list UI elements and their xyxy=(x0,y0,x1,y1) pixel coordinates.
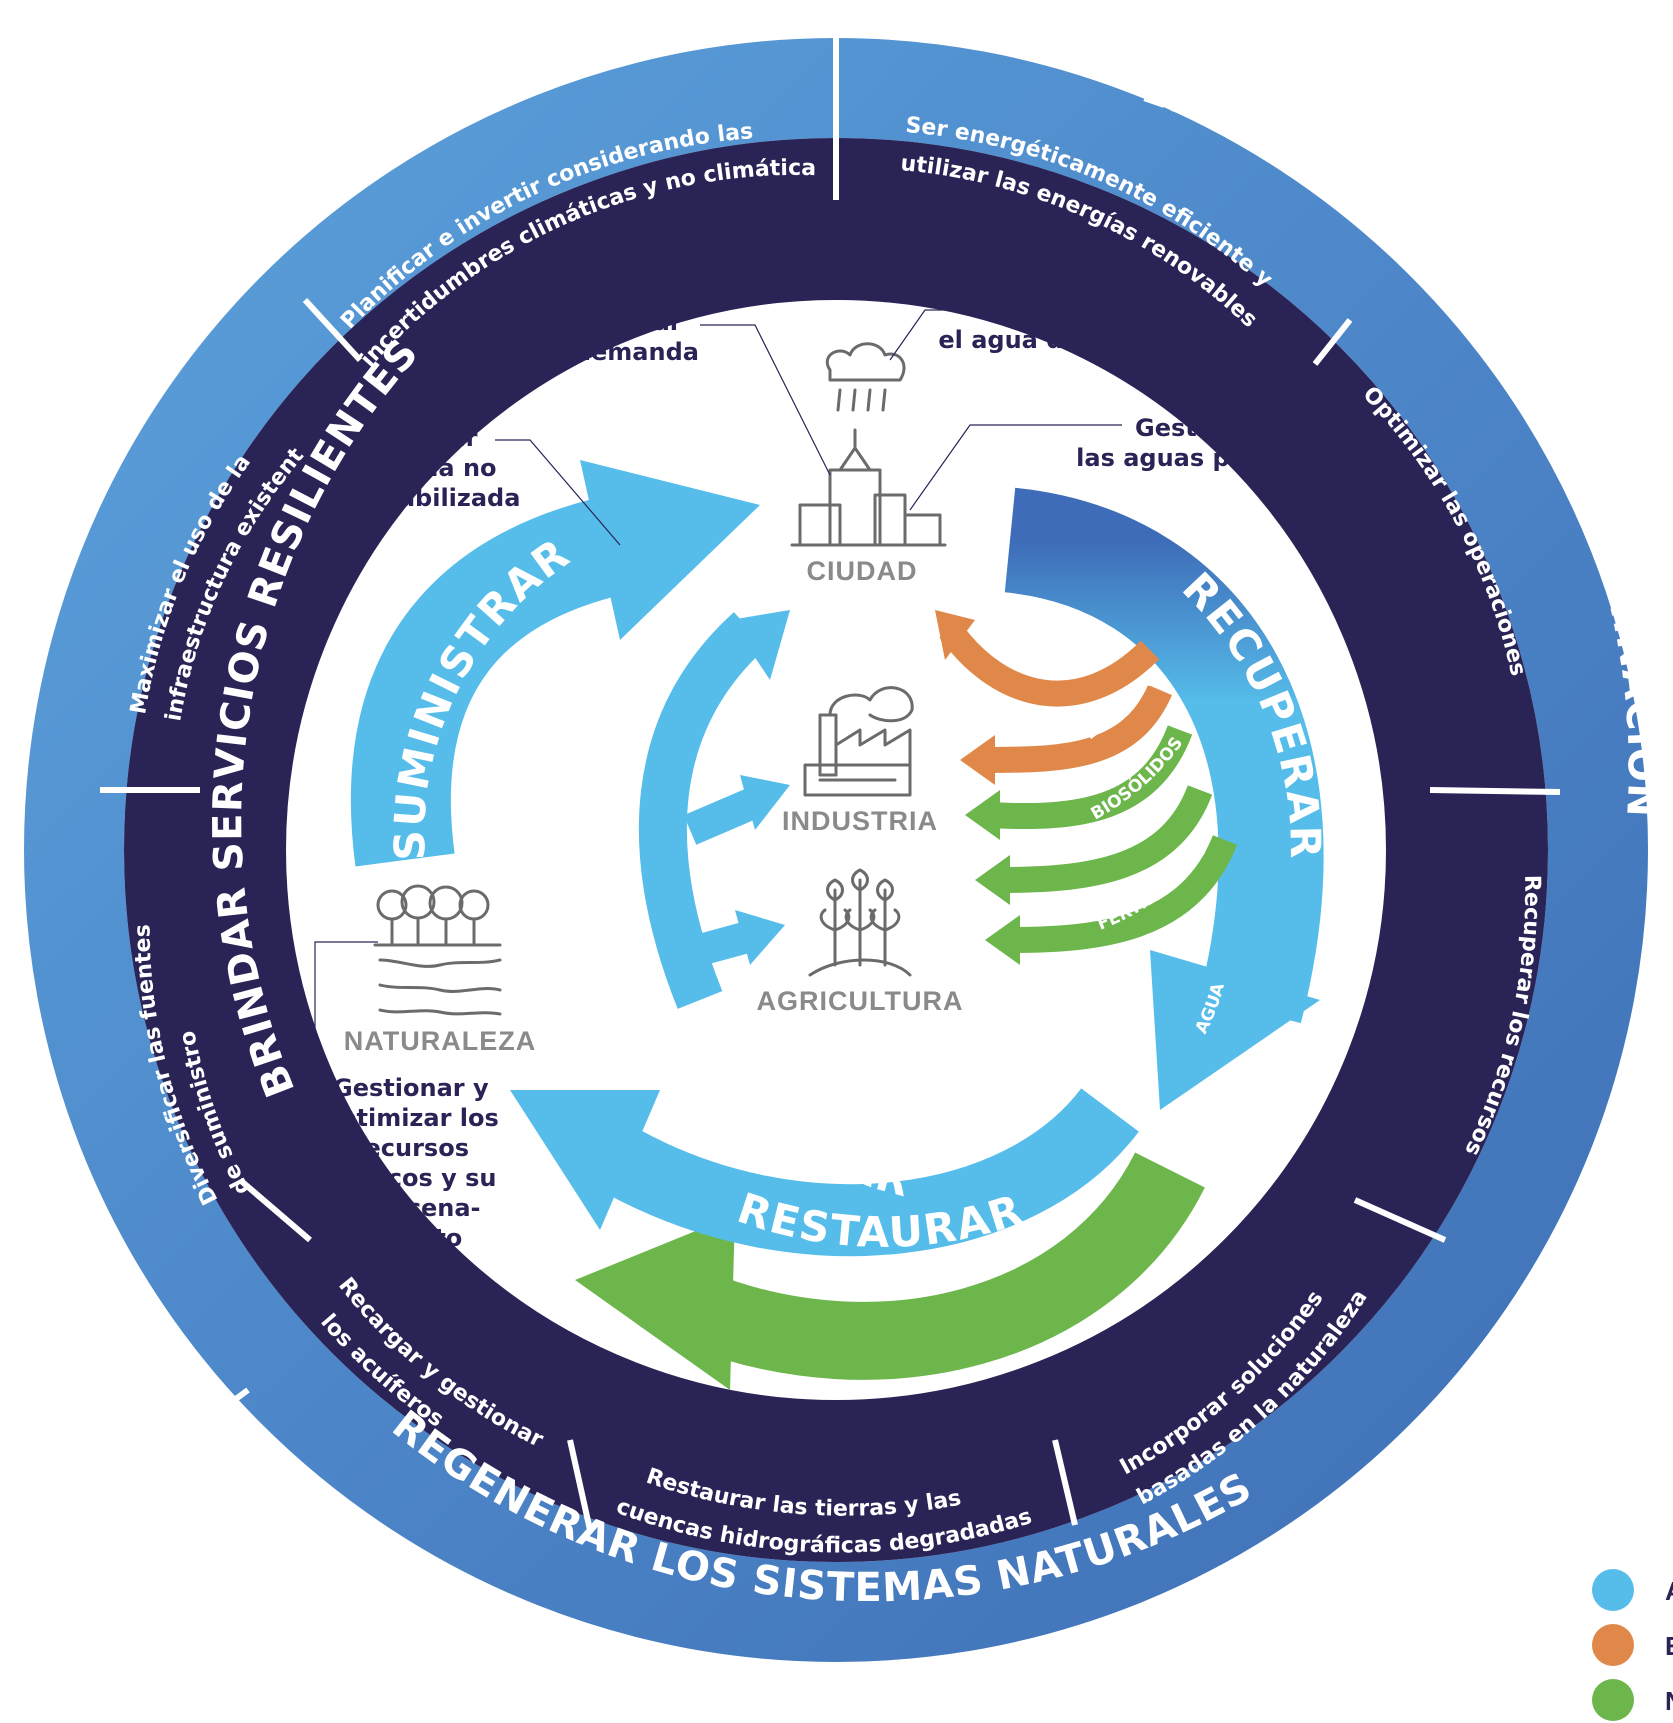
legend-dot-energy xyxy=(1592,1624,1634,1666)
agricultura-label: AGRICULTURA xyxy=(757,986,964,1016)
outer-ring xyxy=(24,0,1648,1662)
ciudad-label: CIUDAD xyxy=(807,556,918,586)
leader-lines xyxy=(314,309,1122,1085)
restaurar-arrow xyxy=(575,1151,1205,1390)
legend-dot-water xyxy=(1592,1569,1634,1611)
callout-gestionar-demanda: Gestionar la demanda xyxy=(541,308,699,366)
city-icon xyxy=(790,342,947,547)
callout-recolectar: Recolectar el agua de lluvia xyxy=(938,296,1161,354)
callout-pluviales: Gestionar las aguas pluviales xyxy=(1076,414,1334,472)
legend-label-energy: E xyxy=(1665,1631,1673,1661)
industria-label: INDUSTRIA xyxy=(782,806,938,836)
legend: A E N xyxy=(1592,1569,1673,1721)
naturaleza-label: NATURALEZA xyxy=(344,1026,536,1056)
suministrar-arrow xyxy=(351,460,760,867)
crop-icon xyxy=(808,868,912,977)
factory-icon xyxy=(803,686,914,797)
recuperar-arrow xyxy=(1003,487,1324,1110)
reutilizar-arrow xyxy=(510,610,1139,1257)
legend-dot-nutrients xyxy=(1592,1679,1634,1721)
nature-icon xyxy=(373,884,502,1016)
callout-reducir: Reducir el agua no contabilizada xyxy=(340,424,521,512)
resource-arrows xyxy=(935,610,1238,965)
legend-label-nutrients: N xyxy=(1665,1686,1673,1716)
legend-label-water: A xyxy=(1665,1576,1673,1606)
callout-gestionar-recursos: Gestionar y optimizar los recursos hídri… xyxy=(323,1074,507,1252)
